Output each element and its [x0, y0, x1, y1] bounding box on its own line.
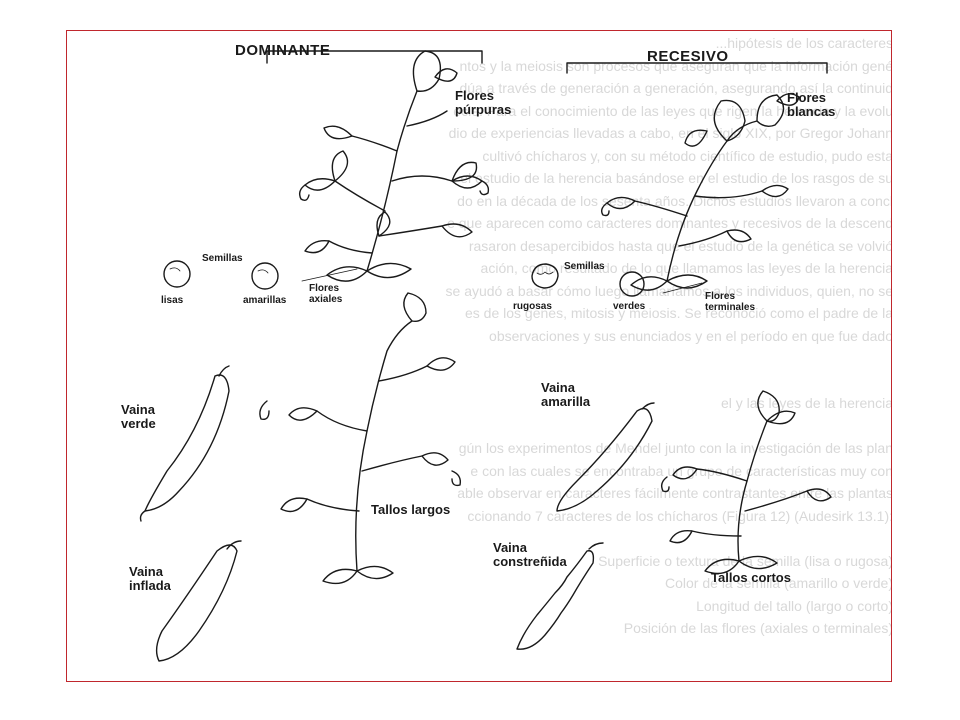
background-text-line: e que aparecen como caracteres dominante…	[447, 215, 892, 231]
label-flowers-purple-line2: púrpuras	[455, 102, 512, 118]
label-axial-flowers: Flores axiales	[309, 283, 342, 305]
background-text-line: se ayudó a basar cómo luego llamaríamos …	[445, 282, 892, 299]
label-short-stems: Tallos cortos	[711, 570, 791, 585]
background-text-line: ...hipótesis de los caracteres	[715, 35, 892, 51]
background-text-line: dúa a través de generación a generación,…	[459, 80, 892, 96]
label-tall-stems: Tallos largos	[371, 502, 451, 517]
label-pod-green-line2: verde	[121, 416, 156, 432]
background-text-line: Color de la semilla (amarillo o verde)	[665, 575, 892, 591]
pod-inflated	[155, 544, 238, 662]
label-terminal-line2: terminales	[705, 302, 756, 313]
seed-wrinkled	[531, 263, 559, 289]
background-text-line: es de los genes, mitosis y meiosis. Se r…	[465, 305, 892, 321]
label-flowers-white-line1: Flores	[787, 90, 827, 105]
label-seeds-dominant: Semillas	[202, 253, 243, 264]
label-terminal-line1: Flores	[705, 291, 736, 302]
seed-yellow	[251, 262, 279, 290]
label-pod-yellow-line2: amarilla	[541, 394, 591, 410]
background-text-line: ación, como resultado de lo que llamamos…	[480, 260, 892, 276]
background-text-line: able observar en caracteres fácilmente c…	[457, 485, 892, 501]
label-pod-constricted: Vaina constreñida	[493, 540, 567, 570]
dominant-header: DOMINANTE	[235, 42, 331, 59]
recessive-bracket	[566, 62, 828, 74]
label-flowers-purple: Flores púrpuras	[455, 88, 512, 118]
background-text-line: ccionando 7 caracteres de los chícharos …	[467, 507, 892, 524]
label-pod-yellow-line1: Vaina	[541, 380, 575, 395]
label-flowers-white: Flores blancas	[787, 90, 836, 120]
label-seed-wrinkled: rugosas	[513, 301, 552, 312]
background-text-line: dio de experiencias llevadas a cabo, en …	[448, 125, 892, 141]
background-text-line: do en la década de los sesenta años. Dic…	[457, 192, 892, 209]
background-text-line: observaciones y sus enunciados y en el p…	[489, 327, 892, 344]
background-text-line: Superficie o textura de la semilla (lisa…	[598, 552, 892, 569]
seed-smooth	[163, 260, 191, 288]
background-text-line: Posición de las flores (axiales o termin…	[623, 620, 892, 636]
label-pod-constricted-line2: constreñida	[493, 554, 567, 570]
pea-plant-illustration	[139, 50, 832, 662]
seed-green	[619, 271, 645, 297]
label-pod-green-line1: Vaina	[121, 402, 155, 417]
plant-tall-stem	[259, 292, 462, 585]
label-pod-inflated-line2: inflada	[129, 578, 171, 594]
label-terminal-flowers: Flores terminales	[705, 291, 755, 313]
background-text-line: el y las leyes de la herencia	[721, 395, 892, 411]
plant-short-stem	[660, 390, 832, 575]
label-pod-inflated-line1: Vaina	[129, 564, 163, 579]
label-seed-smooth: lisas	[161, 295, 184, 306]
label-pod-yellow: Vaina amarilla	[541, 380, 591, 410]
label-flowers-white-line2: blancas	[787, 104, 836, 120]
background-text-line: gún los experimentos de Mendel junto con…	[458, 440, 892, 456]
plant-axial-flowers	[298, 50, 490, 282]
recessive-header: RECESIVO	[647, 48, 729, 65]
background-text-line: cultivó chícharos y, con su método cient…	[482, 147, 892, 164]
background-text-line: ecie. Para el conocimiento de las leyes …	[453, 102, 892, 119]
background-text-line: Longitud del tallo (largo o corto)	[696, 597, 892, 614]
label-pod-green: Vaina verde	[121, 402, 156, 432]
pod-constricted	[516, 550, 595, 650]
label-pod-constricted-line1: Vaina	[493, 540, 527, 555]
label-seeds-recessive: Semillas	[564, 261, 605, 272]
label-axial-line2: axiales	[309, 294, 343, 305]
dominant-bracket	[266, 50, 483, 64]
pod-green	[144, 374, 230, 512]
plant-terminal-flowers	[600, 93, 800, 291]
background-text-line: el estudio de la herencia basándose en e…	[460, 170, 892, 186]
label-pod-inflated: Vaina inflada	[129, 564, 171, 594]
label-seed-yellow: amarillas	[243, 295, 287, 306]
background-text-line: e con las cuales se encontraba un grupo …	[470, 462, 892, 479]
pod-yellow	[556, 407, 653, 512]
label-seed-green: verdes	[613, 301, 646, 312]
label-axial-line1: Flores	[309, 283, 340, 294]
label-flowers-purple-line1: Flores	[455, 88, 495, 103]
